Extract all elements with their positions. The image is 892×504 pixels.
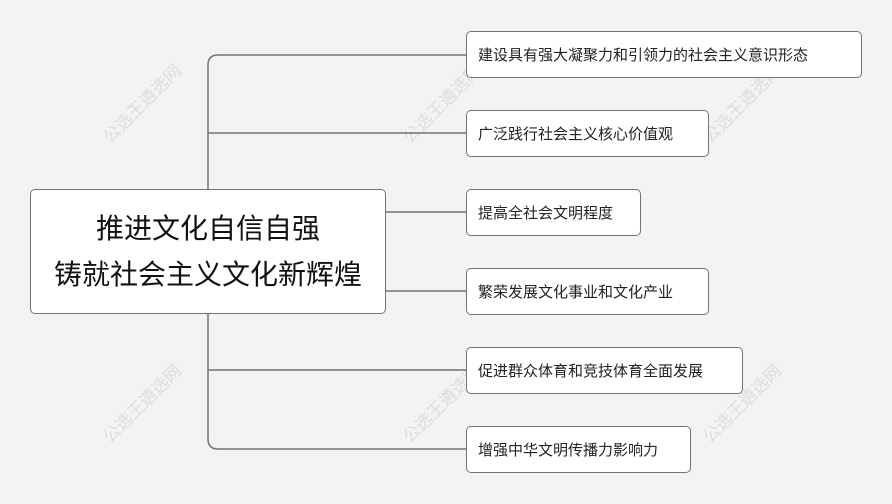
connector (207, 54, 466, 189)
branch-topic-1[interactable]: 建设具有强大凝聚力和引领力的社会主义意识形态 (466, 31, 862, 78)
root-topic-line2: 铸就社会主义文化新辉煌 (53, 257, 362, 291)
branch-topic-4[interactable]: 繁荣发展文化事业和文化产业 (466, 268, 709, 315)
branch-topic-2[interactable]: 广泛践行社会主义核心价值观 (466, 110, 709, 157)
root-topic-line1: 推进文化自信自强 (95, 211, 320, 245)
branch-topic-3[interactable]: 提高全社会文明程度 (466, 189, 641, 236)
connector (207, 314, 466, 450)
branch-topic-5[interactable]: 促进群众体育和竞技体育全面发展 (466, 347, 743, 394)
branch-topic-6[interactable]: 增强中华文明传播力影响力 (466, 426, 691, 473)
root-topic[interactable]: 推进文化自信自强 铸就社会主义文化新辉煌 (30, 189, 386, 314)
